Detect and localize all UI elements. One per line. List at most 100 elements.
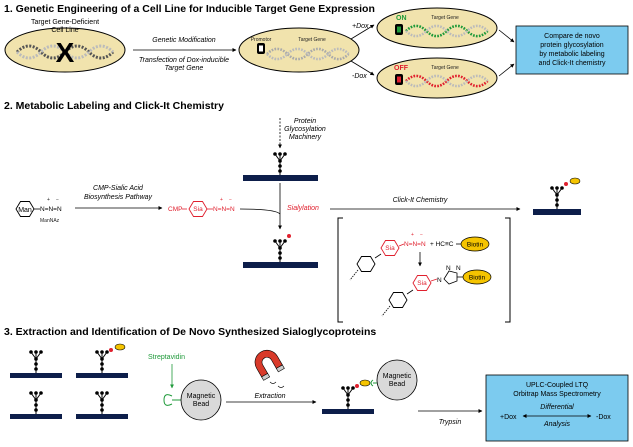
alkyne-label: + HC≡C — [430, 241, 454, 248]
compare-box — [515, 25, 629, 75]
bead-1-line-1: Magnetic — [187, 393, 216, 400]
biotin-label-2: Biotin — [469, 275, 486, 282]
mass-spec-box — [485, 374, 629, 442]
protein-bar-s3-1 — [10, 373, 62, 378]
azide-minus-3: − — [420, 232, 423, 238]
section1-title: 1. Genetic Engineering of a Cell Line fo… — [4, 3, 375, 15]
cmp-pathway-line-2: Biosynthesis Pathway — [84, 194, 153, 201]
off-label: OFF — [394, 65, 409, 72]
glycan-labeled — [549, 185, 565, 210]
bead-2-line-2: Bead — [389, 381, 405, 388]
ms-minus-dox: -Dox — [596, 414, 611, 421]
sialylation-label: Sialylation — [287, 205, 319, 212]
azide-plus-2: + — [220, 197, 223, 203]
knockout-x-icon: X — [56, 37, 75, 68]
target-gene-label-1: Target Gene — [298, 37, 326, 43]
protein-bar-captured — [322, 409, 374, 414]
biotin-tag-captured — [359, 379, 371, 387]
biotin-label-1: Biotin — [467, 242, 484, 249]
target-gene-label-on: Target Gene — [431, 15, 459, 21]
plus-dox-label: +Dox — [352, 23, 369, 30]
off-cell-oval — [376, 57, 498, 99]
triazole-n-2: N — [446, 265, 451, 272]
protein-bar-s3-4 — [76, 414, 128, 419]
protein-bar-labeled — [533, 209, 581, 215]
cell-line-label-2: Cell Line — [51, 27, 78, 34]
glycan-s3-1 — [28, 349, 44, 374]
glycan-captured — [340, 385, 356, 410]
sia-azide: N=N=N — [213, 206, 235, 213]
biotin-tag-labeled — [569, 177, 581, 185]
mass-spec-line-1: UPLC-Coupled LTQ — [526, 382, 589, 389]
biotin-oval-1 — [460, 236, 490, 252]
section2-title: 2. Metabolic Labeling and Click-It Chemi… — [4, 100, 224, 112]
ms-plus-dox: +Dox — [500, 414, 517, 421]
glycan-s3-2 — [94, 349, 110, 374]
trypsin-label: Trypsin — [439, 419, 462, 426]
compare-line-4: and Click-It chemistry — [539, 60, 606, 67]
cmp-label: CMP — [168, 206, 182, 213]
azide-plus-1: + — [47, 197, 50, 203]
analysis-label: Analysis — [543, 421, 571, 428]
glycan-sialylated — [272, 238, 288, 263]
target-gene-label-off: Target Gene — [431, 65, 459, 71]
mechanism-bracket-left — [337, 217, 343, 323]
click-it-label: Click-It Chemistry — [393, 197, 448, 204]
mechanism-bracket-right — [505, 217, 511, 323]
bead-1-line-2: Bead — [193, 401, 209, 408]
mass-spec-line-2: Orbitrap Mass Spectrometry — [513, 391, 601, 398]
cyclohexane-ring-1 — [356, 256, 376, 272]
sia-azide-2: N=N=N — [404, 241, 426, 248]
bead-2-line-1: Magnetic — [383, 373, 412, 380]
extraction-label: Extraction — [254, 393, 285, 400]
section3-title: 3. Extraction and Identification of De N… — [4, 326, 376, 338]
streptavidin-icon — [163, 394, 173, 406]
magnet-icon — [254, 350, 285, 381]
differential-label: Differential — [540, 404, 574, 411]
plus-dox-arrow — [350, 24, 375, 40]
glycan-top — [272, 151, 288, 176]
glycan-s3-3 — [28, 390, 44, 415]
protein-bar-s3-2 — [76, 373, 128, 378]
on-to-compare-arrow — [498, 29, 515, 43]
mannaz-azide: N=N=N — [40, 206, 62, 213]
compare-line-2: protein glycosylation — [540, 42, 604, 49]
machinery-line-3: Machinery — [289, 134, 322, 141]
biotin-tag-s3-2 — [114, 343, 126, 351]
triazole-ring-icon — [443, 270, 458, 285]
off-to-compare-arrow — [498, 63, 515, 77]
machinery-line-1: Protein — [294, 118, 316, 125]
triazole-n-1: N — [437, 277, 442, 284]
biotin-oval-2 — [462, 269, 492, 285]
on-cell-oval — [376, 7, 498, 49]
on-label: ON — [396, 15, 407, 22]
glycan-s3-4 — [94, 390, 110, 415]
azide-minus-1: − — [56, 197, 59, 203]
machinery-line-2: Glycosylation — [284, 126, 326, 133]
minus-dox-label: -Dox — [352, 73, 367, 80]
sia-label-2: Sia — [385, 245, 395, 252]
magnetic-bead-2 — [376, 359, 418, 401]
azide-minus-2: − — [229, 197, 232, 203]
cmp-pathway-line-1: CMP-Sialic Acid — [93, 185, 144, 192]
field-lines-icon — [269, 381, 285, 388]
man-label: Man — [18, 207, 32, 214]
sia-label-3: Sia — [417, 280, 427, 287]
sialic-acid-dot — [287, 234, 291, 238]
protein-bar-s3-3 — [10, 414, 62, 419]
protein-bar-sialylated — [243, 262, 318, 268]
compare-line-1: Compare de novo — [544, 33, 600, 40]
protein-bar-top — [243, 175, 318, 181]
cyclohexane-ring-2 — [388, 292, 408, 308]
sia-label: Sia — [193, 206, 203, 213]
triazole-n-3: N — [456, 265, 461, 272]
minus-dox-arrow — [350, 60, 375, 76]
mannaz-label: ManNAz — [40, 218, 60, 224]
promotor-label: Promotor — [251, 37, 272, 43]
genetic-modification-label: Genetic Modification — [152, 37, 216, 44]
transfection-label-1: Transfection of Dox-inducible — [139, 57, 229, 64]
transfection-label-2: Target Gene — [165, 65, 204, 72]
streptavidin-label: Streptavidin — [148, 354, 185, 361]
compare-line-3: by metabolic labeling — [539, 51, 604, 58]
